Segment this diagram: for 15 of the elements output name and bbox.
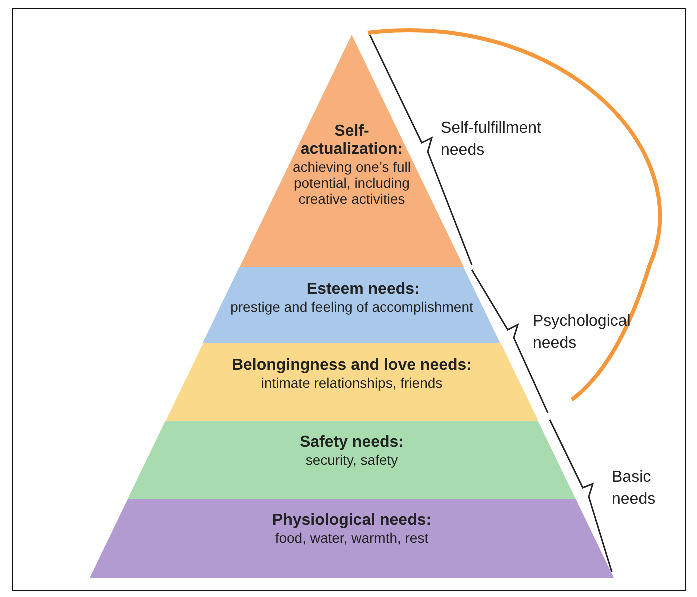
level-description: prestige and feeling of accomplishment [230,299,474,315]
level-heading: Esteem needs: [306,281,421,299]
level-description: achieving one’s full potential, including creative activities [292,159,412,207]
level-heading: Safety needs: [298,434,405,452]
level-heading: Self-actualization: [300,123,404,159]
level-description: food, water, warmth, rest [274,530,430,546]
level-description: security, safety [304,452,400,468]
level-heading: Physiological needs: [271,512,433,530]
pyramid-level [90,499,614,578]
bracket-label: Self-fulfillment needs [441,119,542,161]
pyramid-level [128,421,576,499]
level-heading: Belongingness and love needs: [230,357,473,375]
level-description: intimate relationships, friends [260,375,444,391]
bracket-label: Basic needs [612,468,657,510]
pyramid-level [203,267,501,343]
